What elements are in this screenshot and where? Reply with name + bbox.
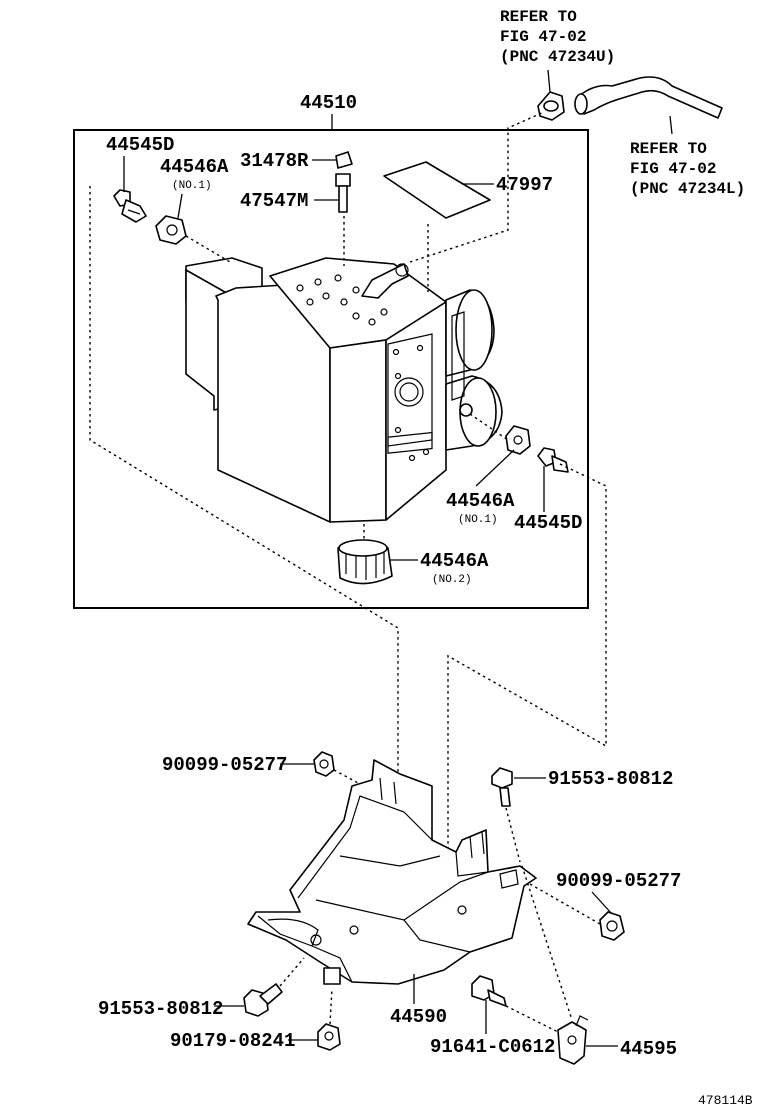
alignment-bolt-lower-left bbox=[279, 957, 305, 987]
pipe-clip-illustration bbox=[537, 91, 565, 121]
ref-right-line1: REFER TO bbox=[630, 140, 707, 158]
leader-upper-ref bbox=[547, 69, 551, 93]
part-number-nut-lower-left: 90179-08241 bbox=[170, 1030, 295, 1052]
label-plate-illustration bbox=[383, 161, 491, 219]
part-number-label-plate: 47997 bbox=[496, 174, 553, 196]
bolt-right-illustration bbox=[537, 447, 569, 473]
leader-damper-upper-left bbox=[177, 193, 183, 219]
assembly-frame bbox=[73, 129, 589, 609]
note-damper-right: (NO.1) bbox=[458, 514, 498, 526]
part-number-bolt-upper-left: 44545D bbox=[106, 134, 174, 156]
alignment-pipe-top bbox=[507, 111, 545, 130]
plug-illustration bbox=[335, 173, 351, 213]
part-number-assembly: 44510 bbox=[300, 92, 357, 114]
part-number-nut-upper: 90099-05277 bbox=[162, 754, 287, 776]
nut-upper-illustration bbox=[313, 751, 335, 777]
part-number-cap: 31478R bbox=[240, 150, 309, 172]
alignment-pipe bbox=[409, 130, 509, 263]
part-number-damper-upper-left: 44546A bbox=[160, 156, 229, 178]
part-number-plug: 47547M bbox=[240, 190, 308, 212]
alignment-damper-upper bbox=[185, 235, 231, 263]
alignment-damper-right bbox=[469, 413, 509, 441]
part-number-bolt-lower-left: 91553-80812 bbox=[98, 998, 223, 1020]
nut-right-illustration bbox=[599, 911, 625, 941]
bolt-lower-mid-illustration bbox=[471, 975, 507, 1007]
alignment-nut-right bbox=[529, 883, 601, 925]
part-number-damper-bottom: 44546A bbox=[420, 550, 489, 572]
alignment-bolt-lower-mid bbox=[505, 1005, 563, 1035]
bolt-upper-left-illustration bbox=[113, 189, 147, 223]
nut-lower-left-illustration bbox=[317, 1023, 341, 1051]
bolt-upper-right-illustration bbox=[491, 767, 513, 807]
damper-right-illustration bbox=[505, 425, 531, 455]
abs-actuator-illustration bbox=[185, 257, 503, 523]
leader-nut-right bbox=[591, 891, 613, 915]
note-damper-upper-left: (NO.1) bbox=[172, 180, 212, 192]
brake-pipe-illustration bbox=[574, 76, 723, 119]
part-number-bolt-lower-mid: 91641-C0612 bbox=[430, 1036, 555, 1058]
ref-upper-line1: REFER TO bbox=[500, 8, 577, 26]
part-number-bolt-upper-right: 91553-80812 bbox=[548, 768, 673, 790]
part-number-damper-right: 44546A bbox=[446, 490, 515, 512]
ref-right-line3: (PNC 47234L) bbox=[630, 180, 745, 198]
part-number-bracket: 44590 bbox=[390, 1006, 447, 1028]
damper-bottom-illustration bbox=[337, 539, 393, 585]
part-number-nut-right: 90099-05277 bbox=[556, 870, 681, 892]
alignment-bolt-upper-right bbox=[505, 807, 521, 863]
cap-illustration bbox=[335, 151, 353, 169]
leader-damper-right bbox=[475, 449, 515, 487]
alignment-left-mount bbox=[89, 186, 399, 808]
alignment-nut-upper bbox=[333, 769, 361, 785]
figure-id: 478114B bbox=[698, 1093, 753, 1108]
alignment-nut-lower-left bbox=[329, 987, 333, 1025]
note-damper-bottom: (NO.2) bbox=[432, 574, 472, 586]
clamp-illustration bbox=[557, 1015, 589, 1065]
ref-upper-line3: (PNC 47234U) bbox=[500, 48, 615, 66]
part-number-clamp: 44595 bbox=[620, 1038, 677, 1060]
part-number-bolt-right: 44545D bbox=[514, 512, 582, 534]
ref-right-line2: FIG 47-02 bbox=[630, 160, 716, 178]
bracket-illustration bbox=[247, 759, 537, 985]
bolt-lower-left-illustration bbox=[243, 983, 283, 1017]
ref-upper-line2: FIG 47-02 bbox=[500, 28, 586, 46]
damper-upper-left-illustration bbox=[155, 215, 187, 245]
leader-right-ref bbox=[669, 115, 673, 135]
